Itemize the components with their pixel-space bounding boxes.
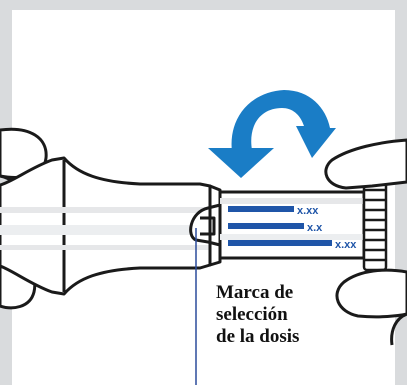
scale-label: x.xx: [335, 239, 357, 251]
dose-knob: [362, 178, 388, 272]
scale-label: x.x: [307, 222, 323, 234]
dose-scale-labels: x.xx x.x x.xx: [297, 205, 357, 251]
pen-body: [0, 156, 212, 296]
callout-line: de la dosis: [216, 326, 300, 347]
dose-scale: [228, 206, 332, 246]
right-hand: [324, 138, 407, 346]
scale-line: [228, 240, 332, 246]
callout-line: Marca de: [216, 282, 294, 303]
scale-label: x.xx: [297, 205, 319, 217]
scale-line: [228, 206, 294, 212]
curved-arrow-down-icon: [208, 90, 336, 178]
callout-label: Marca de selección de la dosis: [216, 282, 299, 348]
callout-line: selección: [216, 304, 288, 325]
scale-line: [228, 223, 304, 229]
